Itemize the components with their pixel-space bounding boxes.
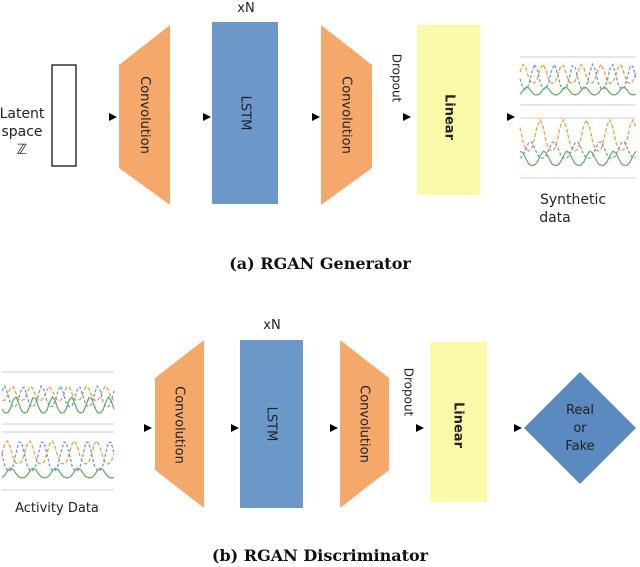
signal-trace [519, 62, 637, 91]
latent-label-line1: Latent [0, 106, 45, 122]
disc-lstm-label: LSTM [264, 407, 279, 442]
synthetic-data-chart-bottom [519, 117, 637, 179]
discriminator-diagram: Activity Data Convolution xN LSTM Convol… [1, 318, 636, 565]
decision-line3: Fake [565, 439, 594, 454]
generator-diagram: Latent space ℤ Convolution xN LSTM Convo… [0, 1, 637, 273]
latent-label-line2: space [1, 124, 42, 140]
signal-trace [1, 384, 115, 408]
disc-conv2-label: Convolution [357, 385, 372, 463]
activity-data-chart-bottom [1, 431, 115, 491]
decision-line1: Real [566, 403, 594, 418]
activity-data-label: Activity Data [15, 501, 99, 516]
gen-conv2-block [321, 25, 372, 205]
decision-line2: or [573, 421, 587, 436]
signal-trace [519, 62, 637, 85]
gen-linear-label: Linear [442, 94, 457, 141]
discriminator-caption: (b) RGAN Discriminator [212, 546, 429, 565]
gen-conv1-label: Convolution [137, 76, 152, 154]
synthetic-label-line2: data [539, 210, 571, 226]
gen-conv2-label: Convolution [339, 76, 354, 154]
signal-trace [519, 150, 637, 167]
signal-trace [1, 441, 115, 472]
disc-linear-block [430, 342, 487, 502]
generator-caption: (a) RGAN Generator [229, 254, 411, 273]
gen-lstm-label: LSTM [238, 96, 253, 131]
disc-dropout-label: Dropout [402, 368, 416, 417]
signal-trace [1, 439, 115, 465]
gen-repeat-label: xN [237, 1, 254, 16]
disc-conv2-block [340, 340, 389, 508]
gen-conv1-block [119, 25, 170, 205]
disc-linear-label: Linear [451, 402, 466, 449]
signal-trace [1, 467, 115, 479]
synthetic-label-line1: Synthetic [540, 192, 606, 208]
signal-trace [519, 86, 637, 96]
disc-conv1-block [155, 340, 204, 508]
gen-dropout-label: Dropout [390, 54, 404, 103]
gen-lstm-block [212, 22, 278, 204]
disc-conv1-label: Convolution [172, 386, 187, 464]
activity-data-chart-top [1, 371, 115, 425]
latent-space-box [51, 64, 77, 167]
latent-label-line3: ℤ [17, 142, 27, 158]
signal-trace [1, 384, 115, 402]
signal-trace [1, 395, 115, 414]
disc-repeat-label: xN [263, 318, 280, 333]
gen-linear-block [417, 25, 480, 195]
synthetic-data-chart-top [519, 56, 637, 106]
real-or-fake-diamond [524, 372, 636, 484]
disc-lstm-block [240, 340, 303, 508]
signal-trace [519, 118, 637, 152]
